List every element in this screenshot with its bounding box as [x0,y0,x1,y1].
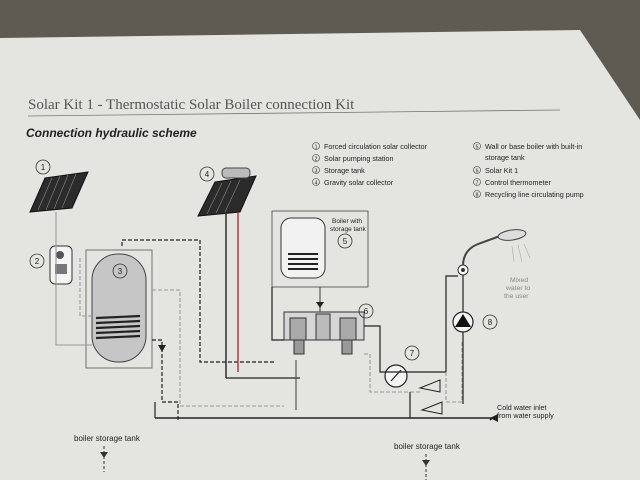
marker-8 [482,314,498,330]
pump-triangle [455,314,471,327]
legend-item: Forced circulation solar collector [324,142,428,151]
marker-4 [199,166,215,182]
marker-3-label: 3 [118,267,123,276]
shower-head [457,229,531,276]
marker-7 [404,345,420,361]
forced-solar-collector [29,171,89,213]
svg-text:5: 5 [476,145,479,151]
legend-item: Recycling line circulating pump [485,190,584,199]
mixed-water-line3: the user [504,293,529,300]
marker-3 [112,263,128,279]
gravity-solar-collector [197,167,257,217]
marker-1-label: 1 [41,163,46,172]
page-title: Solar Kit 1 - Thermostatic Solar Boiler … [28,97,355,113]
cold-water-line1: Cold water inlet [497,403,547,412]
legend-item: Gravity solar collector [324,178,394,187]
boiler-label-line1: Boiler with [332,218,362,225]
bottom-mid-arrow [422,460,430,466]
mixed-water-line2: water to [505,285,530,292]
marker-5-label: 5 [343,237,348,246]
marker-2-label: 2 [35,257,40,266]
wall-boiler [271,210,369,288]
bottom-left-arrow [100,452,108,458]
marker-6-label: 6 [364,307,369,316]
bottom-left-label: boiler storage tank [74,434,141,443]
svg-text:8: 8 [476,193,479,199]
marker-1 [35,159,51,175]
section-heading: Connection hydraulic scheme [26,126,197,140]
marker-4-label: 4 [205,170,210,179]
marker-8-label: 8 [488,318,493,327]
legend-item: Storage tank [324,166,365,175]
svg-text:2: 2 [315,157,318,163]
solar-pumping-station [49,245,73,285]
pipework [55,212,498,422]
check-valves [418,379,443,415]
title-rule [27,109,561,117]
marker-7-label: 7 [410,349,415,358]
boiler-label-line2: storage tank [330,226,367,233]
marker-5 [337,233,353,249]
svg-text:7: 7 [476,181,479,187]
legend-item: Solar Kit 1 [485,166,518,175]
cold-water-line2: from water supply [497,411,554,420]
svg-text:3: 3 [315,169,318,175]
mixed-water-line1: Mixed [510,277,528,284]
marker-2 [29,253,45,269]
solar-kit-valves [283,311,365,355]
marker-6 [358,303,374,319]
legend-left: 1 Forced circulation solar collector 2 S… [312,142,428,187]
legend-item: Control thermometer [485,178,552,187]
svg-text:6: 6 [476,169,479,175]
svg-text:1: 1 [315,145,318,151]
legend-item: Solar pumping station [324,154,394,163]
svg-text:4: 4 [315,181,318,187]
storage-tank [85,249,153,369]
bottom-mid-label: boiler storage tank [394,442,461,451]
